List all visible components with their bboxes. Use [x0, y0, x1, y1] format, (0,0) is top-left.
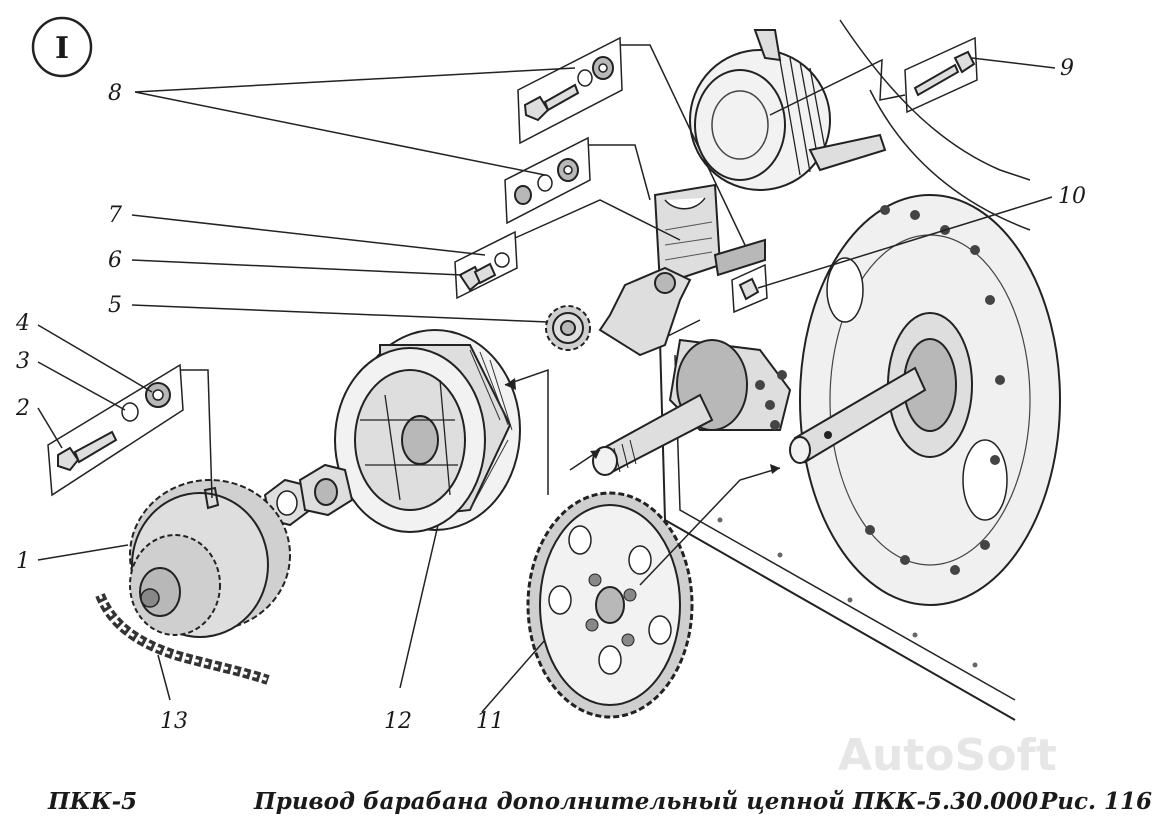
upper-pulley — [689, 29, 887, 191]
tensioner-sprocket — [545, 305, 591, 351]
callout-5: 5 — [108, 293, 122, 318]
clutch-sprocket — [129, 479, 291, 638]
footer-title: Привод барабана дополнительный цепной ПК… — [254, 788, 1039, 815]
hardware-kit-2-4 — [47, 363, 213, 499]
assembly-arrows — [504, 368, 781, 586]
view-label-text: I — [55, 31, 69, 66]
callout-3: 3 — [16, 349, 30, 374]
callout-10: 10 — [1058, 184, 1086, 209]
callout-1: 1 — [16, 549, 30, 574]
callout-11: 11 — [476, 709, 504, 734]
callout-8: 8 — [108, 81, 122, 106]
callout-4: 4 — [15, 311, 30, 336]
callout-13: 13 — [160, 709, 188, 734]
drive-chain — [95, 593, 270, 685]
large-sprocket — [526, 491, 694, 719]
bracket-plate — [598, 183, 766, 357]
hardware-kit-9 — [769, 36, 978, 116]
drive-pulley — [334, 329, 521, 533]
footer-figure-number: Рис. 116 — [1040, 788, 1153, 815]
view-label: I — [31, 16, 93, 78]
hardware-kit-8-middle — [504, 136, 651, 225]
hardware-kit-8-upper — [517, 36, 746, 246]
callout-2: 2 — [15, 396, 30, 421]
hardware-kit-6-7 — [454, 199, 681, 300]
callouts: 1 2 3 4 5 6 7 8 9 10 11 12 13 — [15, 56, 1086, 734]
watermark: AutoSoft — [838, 730, 1057, 781]
callout-6: 6 — [108, 248, 122, 273]
machine-frame — [592, 19, 1061, 721]
callout-9: 9 — [1060, 56, 1074, 81]
footer-model: ПКК-5 — [48, 788, 138, 815]
leader-lines — [37, 57, 1056, 713]
callout-7: 7 — [108, 203, 122, 228]
hardware-kit-10 — [731, 263, 768, 314]
callout-12: 12 — [384, 709, 412, 734]
